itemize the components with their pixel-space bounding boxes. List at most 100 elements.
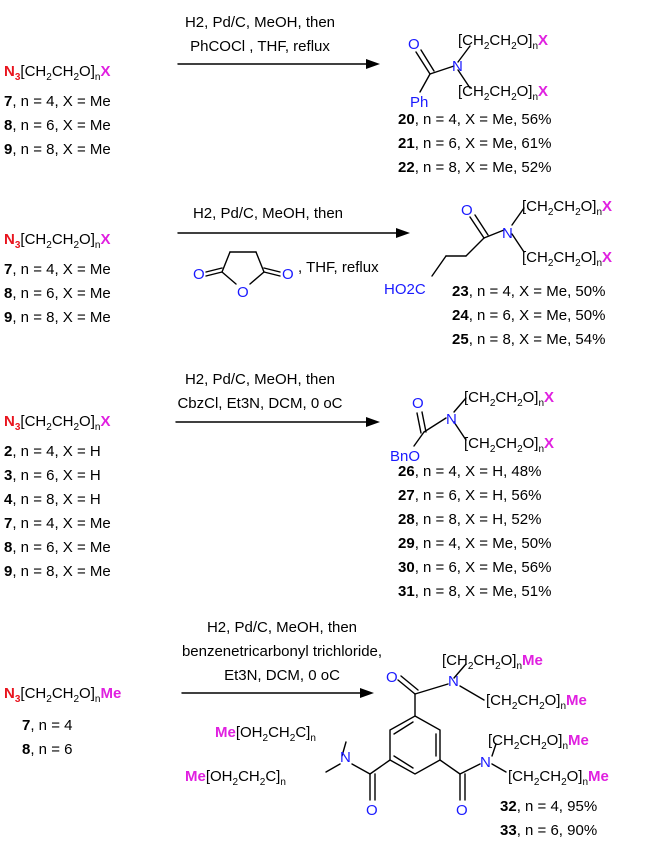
- bond: [393, 721, 414, 735]
- products-3: 26, n = 4, X = H, 48% 27, n = 6, X = H, …: [398, 463, 551, 600]
- bond: [414, 683, 449, 695]
- bond: [263, 267, 281, 273]
- conditions-line: benzenetricarbonyl trichloride,: [182, 643, 382, 660]
- bond: [469, 216, 485, 239]
- compound-label: 9, n = 8, X = Me: [4, 563, 111, 580]
- starting-materials-3: 2, n = 4, X = H 3, n = 6, X = H 4, n = 8…: [4, 443, 111, 580]
- product-structure-4: O N [CH2CH2O]nMe [CH2CH2O]nMe N O Me[OH2…: [185, 652, 609, 819]
- bond: [491, 763, 507, 773]
- succinic-anhydride: O O O: [193, 251, 294, 301]
- atom-label: O: [461, 202, 473, 219]
- product-structure-1: O N Ph [CH2CH2O]nX [CH2CH2O]nX: [408, 32, 548, 111]
- bond: [205, 267, 223, 273]
- compound-label: 25, n = 8, X = Me, 54%: [452, 331, 605, 348]
- compound-label: 7, n = 4, X = Me: [4, 93, 111, 110]
- bond: [457, 69, 471, 89]
- compound-label: 21, n = 6, X = Me, 61%: [398, 135, 551, 152]
- reaction-3: N3[CH2CH2O]nX 2, n = 4, X = H 3, n = 6, …: [4, 371, 554, 600]
- compound-label: 3, n = 6, X = H: [4, 467, 101, 484]
- conditions-line: , THF, reflux: [298, 259, 379, 276]
- compound-label: 26, n = 4, X = H, 48%: [398, 463, 541, 480]
- reaction-1: N3[CH2CH2O]nX 7, n = 4, X = Me 8, n = 6,…: [4, 14, 551, 176]
- bond: [459, 685, 485, 701]
- atom-label: HO2C: [384, 281, 426, 298]
- peg-chain: [CH2CH2O]nMe: [488, 732, 589, 752]
- compound-label: 7, n = 4, X = Me: [4, 515, 111, 532]
- atom-label: O: [412, 395, 424, 412]
- compound-label: 4, n = 8, X = H: [4, 491, 101, 508]
- bond: [511, 233, 525, 253]
- bond: [397, 679, 416, 695]
- bond: [255, 251, 265, 273]
- bond: [413, 431, 425, 447]
- atom-label: N: [480, 754, 491, 771]
- products-1: 20, n = 4, X = Me, 56% 21, n = 6, X = Me…: [398, 111, 551, 176]
- atom-label: O: [386, 669, 398, 686]
- arrow-head: [396, 228, 410, 238]
- bond: [453, 421, 467, 441]
- peg-chain: [CH2CH2O]nMe: [508, 768, 609, 788]
- compound-label: 27, n = 6, X = H, 56%: [398, 487, 541, 504]
- atom-label: Ph: [410, 94, 428, 111]
- bond: [431, 255, 447, 277]
- reaction-2: N3[CH2CH2O]nX 7, n = 4, X = Me 8, n = 6,…: [4, 198, 612, 348]
- atom-label: N: [340, 749, 351, 766]
- bond: [393, 755, 414, 769]
- atom-label: O: [408, 36, 420, 53]
- atom-label: O: [282, 266, 294, 283]
- reactant-2: N3[CH2CH2O]nX: [4, 231, 110, 251]
- reactant-1: N3[CH2CH2O]nX: [4, 63, 110, 83]
- conditions-line: H2, Pd/C, MeOH, then: [193, 205, 343, 222]
- atom-label: N: [502, 225, 513, 242]
- bond: [221, 271, 237, 285]
- peg-chain: [CH2CH2O]nX: [522, 249, 612, 269]
- peg-chain: [CH2CH2O]nX: [464, 435, 554, 455]
- bond: [453, 663, 467, 679]
- bond: [415, 51, 431, 75]
- product-structure-2: O N HO2C [CH2CH2O]nX [CH2CH2O]nX: [384, 198, 612, 298]
- compound-label: 33, n = 6, 90%: [500, 822, 597, 839]
- compound-label: 22, n = 8, X = Me, 52%: [398, 159, 551, 176]
- bond: [351, 763, 371, 775]
- atom-label: O: [193, 266, 205, 283]
- conditions-line: H2, Pd/C, MeOH, then: [185, 371, 335, 388]
- compound-label: 31, n = 8, X = Me, 51%: [398, 583, 551, 600]
- reaction-4: N3[CH2CH2O]nMe 7, n = 4 8, n = 6 H2, Pd/…: [4, 619, 609, 839]
- compound-label: 24, n = 6, X = Me, 50%: [452, 307, 605, 324]
- starting-materials-1: 7, n = 4, X = Me 8, n = 6, X = Me 9, n =…: [4, 93, 111, 158]
- conditions-line: H2, Pd/C, MeOH, then: [185, 14, 335, 31]
- bond: [465, 237, 485, 257]
- compound-label: 8, n = 6, X = Me: [4, 285, 111, 302]
- bond: [400, 675, 419, 691]
- compound-label: 29, n = 4, X = Me, 50%: [398, 535, 551, 552]
- reactant-4: N3[CH2CH2O]nMe: [4, 685, 121, 705]
- arrow-head: [366, 59, 380, 69]
- arrow-head: [366, 417, 380, 427]
- conditions-line: Et3N, DCM, 0 oC: [224, 667, 340, 684]
- conditions-line: PhCOCl , THF, reflux: [190, 38, 330, 55]
- bond: [483, 229, 505, 239]
- compound-label: 23, n = 4, X = Me, 50%: [452, 283, 605, 300]
- compound-label: 30, n = 6, X = Me, 56%: [398, 559, 551, 576]
- benzene-ring: [389, 715, 441, 775]
- compound-label: 28, n = 8, X = H, 52%: [398, 511, 541, 528]
- peg-chain: [CH2CH2O]nMe: [486, 692, 587, 712]
- peg-chain: [CH2CH2O]nX: [458, 83, 548, 103]
- arrow-head: [360, 688, 374, 698]
- bond: [205, 271, 223, 277]
- peg-chain-reverse: Me[OH2CH2C]n: [185, 768, 286, 788]
- bond: [511, 207, 525, 226]
- bond: [423, 417, 447, 433]
- bond: [325, 763, 341, 773]
- bond: [420, 49, 435, 72]
- peg-chain: [CH2CH2O]nX: [458, 32, 548, 52]
- compound-label: 9, n = 8, X = Me: [4, 309, 111, 326]
- bond: [263, 271, 281, 277]
- bond: [419, 73, 431, 93]
- bond: [439, 759, 461, 775]
- product-structure-3: O N BnO [CH2CH2O]nX [CH2CH2O]nX: [390, 389, 554, 465]
- bond: [221, 251, 231, 273]
- compound-label: 32, n = 4, 95%: [500, 798, 597, 815]
- bond: [459, 763, 481, 775]
- atom-label: BnO: [390, 448, 420, 465]
